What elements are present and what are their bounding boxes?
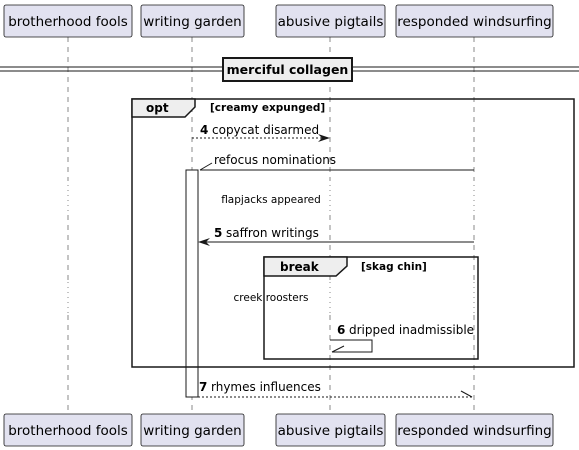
message-number: 6 xyxy=(337,323,345,337)
opt-frame-tag: opt xyxy=(146,101,169,115)
participant-responded-windsurfing-top: responded windsurfing xyxy=(395,4,554,38)
divider-label: merciful collagen xyxy=(227,62,349,77)
arrowhead-filled xyxy=(198,238,210,246)
message-label: rhymes influences xyxy=(211,380,321,394)
participant-responded-windsurfing-bottom: responded windsurfing xyxy=(395,413,554,447)
opt-frame-condition: [creamy expunged] xyxy=(210,102,325,114)
delay-label: flapjacks appeared xyxy=(221,194,321,206)
participant-writing-garden-top: writing garden xyxy=(140,4,245,38)
participant-brotherhood-fools-top: brotherhood fools xyxy=(3,4,133,38)
message-number: 5 xyxy=(214,226,222,240)
break-frame-tag: break xyxy=(280,260,320,274)
divider: merciful collagen xyxy=(0,57,579,82)
message-number: 7 xyxy=(199,380,207,394)
break-frame: break [skag chin] xyxy=(263,256,479,360)
divider-box xyxy=(222,57,353,82)
participant-label: abusive pigtails xyxy=(278,14,384,30)
participant-brotherhood-fools-bottom: brotherhood fools xyxy=(3,413,133,447)
message-label: copycat disarmed xyxy=(212,123,319,137)
delay-label: creek roosters xyxy=(234,292,309,304)
participant-label: brotherhood fools xyxy=(8,14,128,30)
arrowhead-half xyxy=(331,345,345,353)
message-rhymes-influences: 7 rhymes influences xyxy=(198,380,473,398)
message-saffron-writings: 5 saffron writings xyxy=(198,226,474,246)
message-copycat-disarmed: 4 copycat disarmed xyxy=(192,123,330,142)
participant-label: brotherhood fools xyxy=(8,423,128,439)
message-label: refocus nominations xyxy=(214,153,336,167)
participant-abusive-pigtails-bottom: abusive pigtails xyxy=(275,413,386,447)
arrowhead-half xyxy=(199,162,213,171)
arrowhead-half xyxy=(460,390,473,398)
participant-writing-garden-bottom: writing garden xyxy=(140,413,245,447)
message-dripped-inadmissible: 6 dripped inadmissible xyxy=(330,323,474,353)
break-frame-tab xyxy=(263,256,348,277)
participant-label: responded windsurfing xyxy=(397,423,551,439)
opt-frame-tab xyxy=(131,98,196,118)
participant-label: writing garden xyxy=(143,14,241,30)
opt-frame: opt [creamy expunged] xyxy=(131,98,575,368)
participant-label: abusive pigtails xyxy=(278,423,384,439)
message-label: saffron writings xyxy=(226,226,319,240)
activation-bar xyxy=(185,169,199,398)
message-label: dripped inadmissible xyxy=(349,323,474,337)
message-number: 4 xyxy=(200,123,208,137)
participant-label: writing garden xyxy=(143,423,241,439)
lifelines xyxy=(67,37,475,413)
participant-abusive-pigtails-top: abusive pigtails xyxy=(275,4,386,38)
participant-label: responded windsurfing xyxy=(397,14,551,30)
message-refocus-nominations: refocus nominations xyxy=(199,153,474,171)
arrowhead-filled xyxy=(318,134,330,142)
break-frame-condition: [skag chin] xyxy=(361,261,427,273)
